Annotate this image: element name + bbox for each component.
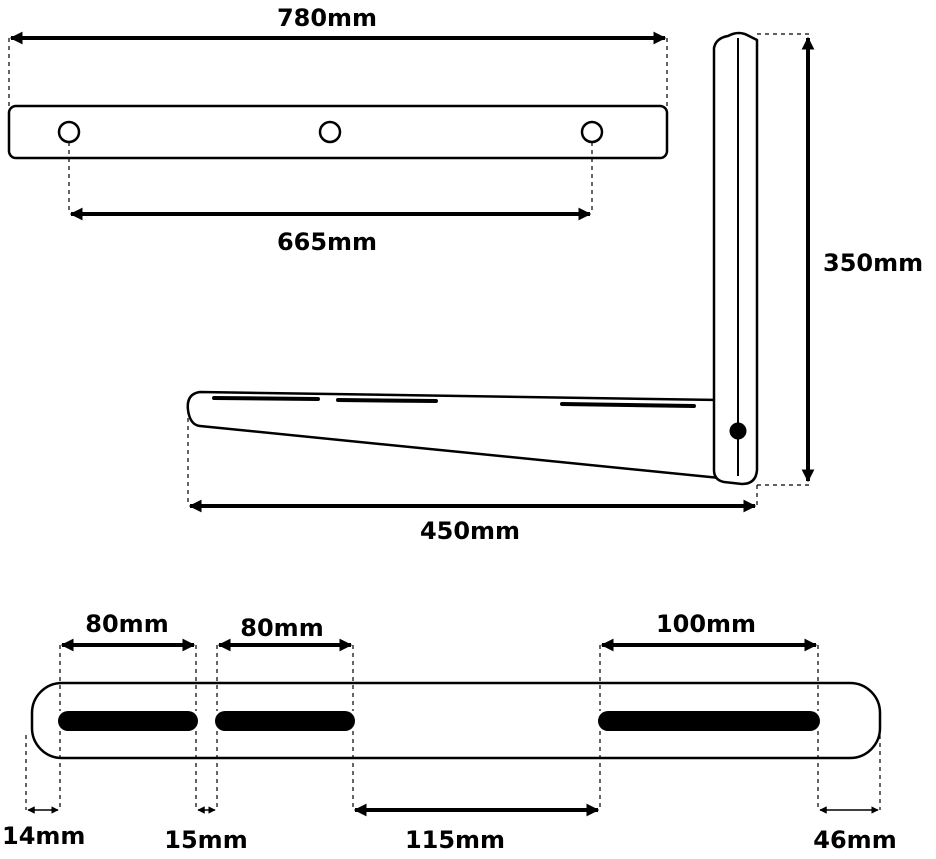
arm-slot-1: [212, 396, 320, 401]
bracket-upright: [712, 31, 759, 486]
gap-2-label: 115mm: [405, 826, 505, 854]
slot-1-length-label: 80mm: [85, 610, 168, 638]
slot-2-length-label: 80mm: [240, 614, 323, 642]
hole-spacing-label: 665mm: [277, 228, 377, 256]
gap-1-label: 15mm: [164, 826, 247, 854]
slot-plate-body: [30, 681, 882, 760]
overall-length-label: 780mm: [277, 4, 377, 32]
arm-slot-3: [560, 402, 696, 408]
left-offset-label: 14mm: [2, 822, 85, 850]
slot-detail: 80mm 80mm 100mm 14mm 15mm 115mm 46mm: [2, 610, 897, 854]
bolt-hole: [729, 422, 747, 440]
arm-slot-2: [336, 398, 438, 403]
depth-label: 450mm: [420, 517, 520, 545]
side-view-bracket: 350mm 450mm: [186, 31, 923, 545]
mounting-hole-center: [318, 120, 342, 144]
top-rail: 780mm 665mm: [7, 4, 669, 256]
right-offset-label: 46mm: [813, 826, 896, 854]
mounting-hole-left: [57, 120, 81, 144]
height-label: 350mm: [823, 249, 923, 277]
mounting-hole-right: [580, 120, 604, 144]
slot-3-length-label: 100mm: [656, 610, 756, 638]
